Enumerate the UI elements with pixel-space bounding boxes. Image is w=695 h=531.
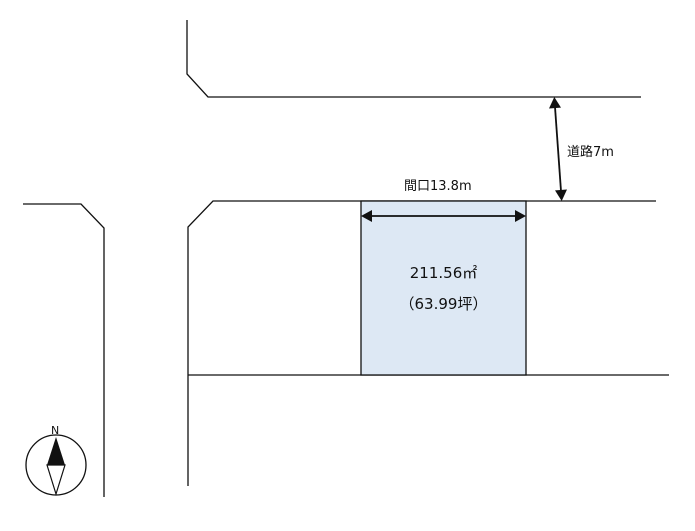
frontage-arrow-left-head bbox=[361, 210, 372, 222]
road-width-arrow-bottom-head bbox=[555, 189, 567, 201]
compass-north-label: N bbox=[51, 424, 60, 437]
frontage-arrow-right-head bbox=[515, 210, 526, 222]
lot-area-m2: 211.56㎡ bbox=[409, 264, 478, 282]
subject-lot bbox=[360, 200, 527, 376]
lot-area-tsubo: （63.99坪） bbox=[399, 295, 488, 313]
left-block-boundary bbox=[23, 203, 105, 497]
road-width-arrow-top-head bbox=[549, 97, 561, 109]
frontage-arrow bbox=[361, 210, 526, 222]
north-compass-icon bbox=[25, 434, 87, 497]
frontage-label: 間口13.8m bbox=[404, 179, 472, 194]
road-boundary-upper bbox=[186, 20, 641, 98]
road-width-arrow bbox=[549, 97, 567, 201]
road-width-label: 道路7m bbox=[567, 145, 614, 160]
